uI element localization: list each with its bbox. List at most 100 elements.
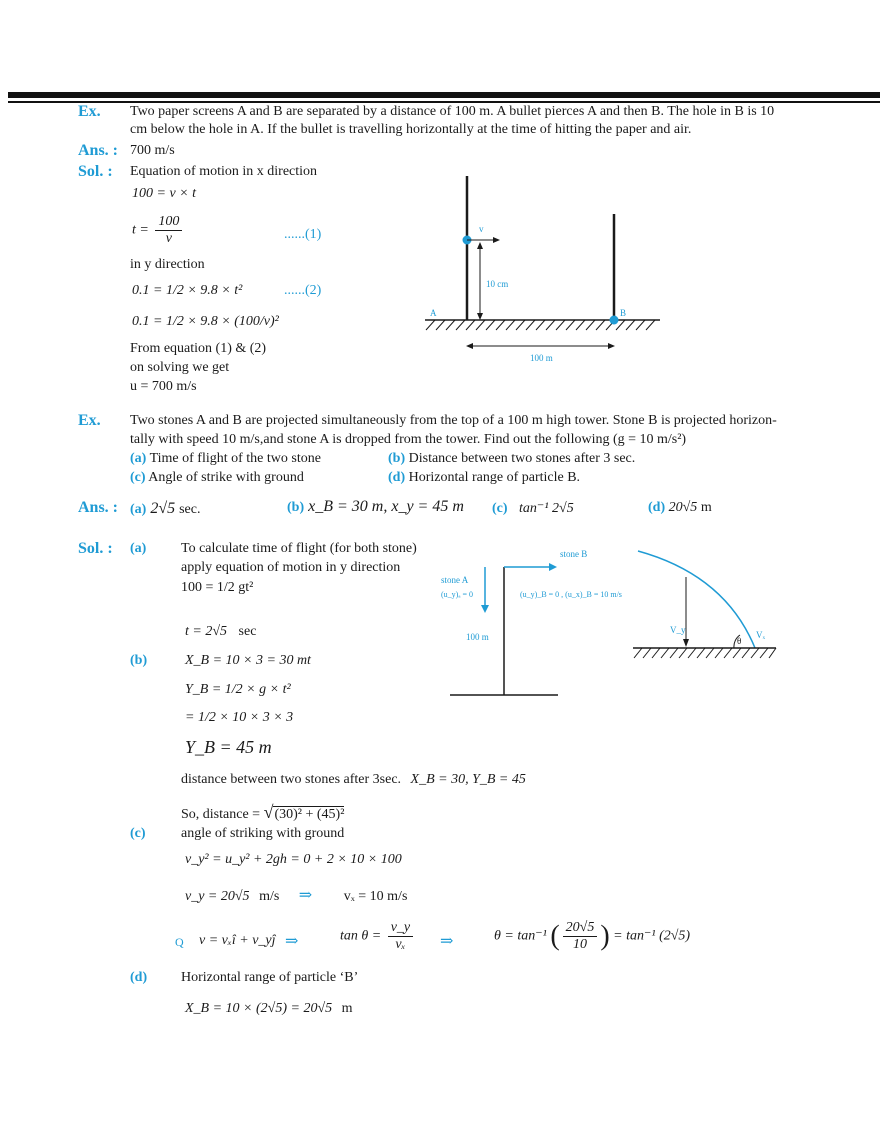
ex2-option-a: (a) Time of flight of the two stone (130, 451, 321, 467)
part-d-line1: Horizontal range of particle ‘B’ (181, 970, 359, 985)
height-label: 10 cm (486, 279, 508, 289)
time-of-flight-value: t = 2√5 (185, 624, 228, 639)
part-c-tag: (c) (130, 826, 146, 841)
part-b-line4: Y_B = 45 m (185, 737, 272, 757)
part-c-marker: Q (175, 935, 184, 949)
stone-a-label: stone A (441, 575, 469, 585)
trajectory-curve (637, 550, 756, 649)
distance-text: distance between two stones after 3sec. (181, 772, 402, 787)
distance-label: So, distance = (181, 807, 261, 822)
tower-height-label: 100 m (466, 632, 489, 642)
option-text: Horizontal range of particle B. (408, 470, 581, 485)
answer-tag: (c) (492, 501, 508, 516)
header-rule-thin (8, 101, 880, 103)
a-label: A (430, 308, 437, 318)
ex2-label: Ex. (78, 412, 101, 429)
option-tag: (d) (388, 470, 406, 485)
part-c-theta-result: θ = tan⁻¹ ( 20√5 10 ) = tan⁻¹ (2√5) (494, 920, 690, 953)
option-tag: (c) (130, 470, 146, 485)
ex1-sol-line3-lhs: t = (132, 222, 149, 238)
option-text: Time of flight of the two stone (149, 451, 321, 466)
answer-tag: (d) (648, 500, 666, 515)
tan-theta-lhs: tan θ = (340, 928, 382, 944)
distance-label: 100 m (530, 353, 553, 363)
fraction-numerator: 20√5 (562, 920, 598, 937)
answer-unit: sec. (179, 502, 201, 517)
theta-label: θ (737, 636, 741, 646)
sqrt-symbol: √ (263, 802, 274, 822)
ex2-answer-a: (a) 2√5 sec. (130, 500, 201, 518)
answer-value: tan⁻¹ 2√5 (519, 501, 574, 516)
ex2-answer-b: (b) x_B = 30 m, x_y = 45 m (287, 498, 464, 516)
ex2-trajectory-diagram: V_y Vₓ θ (633, 550, 777, 659)
velocity-arrowhead (493, 237, 500, 243)
option-tag: (b) (388, 451, 406, 466)
part-d-tag: (d) (130, 970, 148, 985)
ex2-question-line1: Two stones A and B are projected simulta… (130, 413, 777, 428)
ex2-answer-d: (d) 20√5 m (648, 500, 712, 516)
ex1-sol-line9: u = 700 m/s (130, 379, 197, 394)
time-unit: sec (238, 624, 257, 639)
ex1-sol-line6: 0.1 = 1/2 × 9.8 × (100/v)² (132, 314, 279, 329)
vy-arrowhead (683, 639, 689, 647)
stone-b-arrowhead (549, 563, 557, 571)
distance-formula: (30)² + (45)² (273, 806, 345, 822)
vx-label: Vₓ (756, 630, 765, 640)
ex1-sol-line4: in y direction (130, 257, 205, 272)
ex2-option-b: (b) Distance between two stones after 3 … (388, 451, 635, 467)
ground-hatching (425, 319, 656, 331)
distance-arrowhead-left (466, 343, 473, 349)
part-b-line2: Y_B = 1/2 × g × t² (185, 682, 291, 697)
fraction-numerator: v_y (387, 920, 414, 937)
vy-value: v_y = 20√5 (185, 889, 250, 904)
answer-tag: (b) (287, 500, 305, 515)
fraction-numerator: 100 (155, 214, 183, 231)
theta-lhs: θ = tan⁻¹ (494, 928, 547, 944)
trajectory-ground-hatching (633, 647, 777, 659)
ex1-question-line1: Two paper screens A and B are separated … (130, 104, 775, 119)
ex1-answer: 700 m/s (130, 143, 175, 158)
part-b-line5: distance between two stones after 3sec. … (181, 772, 526, 788)
part-c-arrow-1: ⇒ (285, 933, 299, 950)
distance-values: X_B = 30, Y_B = 45 (410, 772, 526, 787)
ex1-sol-line2: 100 = v × t (132, 186, 196, 201)
ex1-question-line2: cm below the hole in A. If the bullet is… (130, 122, 692, 137)
b-label: B (620, 308, 626, 318)
part-c-line3: v_y = 20√5 m/s ⇒ vₓ = 10 m/s (185, 885, 407, 905)
ex1-sol-line7: From equation (1) & (2) (130, 341, 267, 356)
vy-label: V_y (670, 625, 686, 635)
vy-unit: m/s (259, 889, 280, 904)
answer-unit: m (700, 500, 712, 515)
theta-arc (733, 634, 741, 649)
part-b-line1: X_B = 10 × 3 = 30 mt (185, 653, 311, 668)
ex1-sol-line1: Equation of motion in x direction (130, 164, 318, 179)
ex1-sol-line8: on solving we get (130, 360, 230, 375)
open-paren: ( (550, 920, 560, 952)
ex2-tower-diagram: stone B stone A (u_y)ₐ = 0 (u_y)_B = 0 ,… (441, 549, 622, 696)
part-a-line3: 100 = 1/2 gt² (181, 580, 254, 595)
part-d-line2: X_B = 10 × (2√5) = 20√5 m (185, 1001, 353, 1017)
option-tag: (a) (130, 451, 147, 466)
option-text: Angle of strike with ground (148, 470, 304, 485)
fraction-denominator: vₓ (395, 937, 406, 952)
part-c-line2: v_y² = u_y² + 2gh = 0 + 2 × 10 × 100 (185, 852, 402, 867)
fraction-denominator: v (165, 231, 172, 246)
ex1-eq2-tag: ......(2) (284, 283, 322, 298)
part-b-line6: So, distance = √(30)² + (45)² (181, 802, 345, 823)
distance-arrowhead-right (608, 343, 615, 349)
ex2-answer-c: (c) tan⁻¹ 2√5 (492, 500, 574, 517)
ex2-option-d: (d) Horizontal range of particle B. (388, 470, 580, 486)
close-paren: ) (600, 920, 610, 952)
part-b-tag: (b) (130, 653, 148, 668)
part-b-line3: = 1/2 × 10 × 3 × 3 (185, 710, 294, 725)
ex1-eq1-tag: ......(1) (284, 227, 322, 242)
part-a-line2: apply equation of motion in y direction (181, 560, 401, 575)
answer-value: 20√5 (668, 500, 698, 515)
vx-value: vₓ = 10 m/s (343, 889, 408, 904)
answer-tag: (a) (130, 502, 147, 517)
height-arrowhead-bottom (477, 313, 483, 320)
fraction-denominator: 10 (572, 937, 587, 952)
theta-fraction: 20√5 10 (562, 920, 598, 953)
answer-value: 2√5 (150, 500, 176, 517)
implies-arrow: ⇒ (298, 887, 313, 904)
